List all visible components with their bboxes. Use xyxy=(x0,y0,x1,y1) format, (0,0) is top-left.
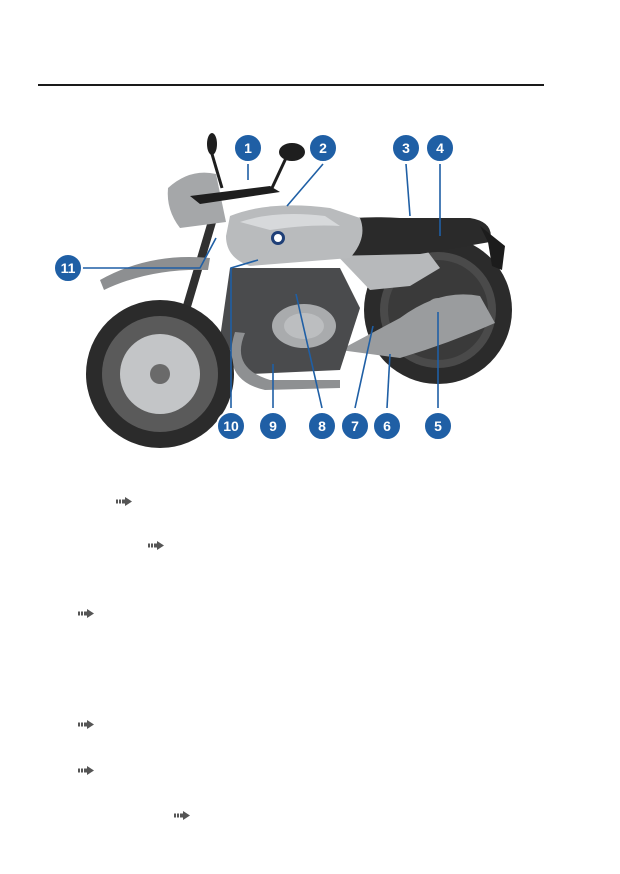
callout-4: 4 xyxy=(425,133,455,163)
callout-3-label: 3 xyxy=(402,140,410,156)
header-rule xyxy=(38,84,544,86)
callout-8: 8 xyxy=(307,411,337,441)
see-page-arrow-icon xyxy=(116,497,132,506)
front-fender xyxy=(100,256,210,290)
callout-5: 5 xyxy=(423,411,453,441)
callout-2: 2 xyxy=(308,133,338,163)
motorcycle-figure: 1 2 3 4 5 6 7 8 xyxy=(40,118,580,458)
callout-4-label: 4 xyxy=(436,140,444,156)
callout-11-label: 11 xyxy=(61,260,76,276)
callout-11: 11 xyxy=(53,253,83,283)
callout-1-label: 1 xyxy=(244,140,252,156)
right-mirror xyxy=(279,143,305,161)
plate-holder xyxy=(480,226,505,270)
see-page-arrow-icon xyxy=(78,766,94,775)
callout-9: 9 xyxy=(258,411,288,441)
callout-9-label: 9 xyxy=(269,418,277,434)
callout-5-label: 5 xyxy=(434,418,442,434)
callout-7: 7 xyxy=(340,411,370,441)
see-page-arrow-icon xyxy=(78,720,94,729)
see-page-arrow-icon xyxy=(148,541,164,550)
callout-6-label: 6 xyxy=(383,418,391,434)
see-page-arrow-icon xyxy=(174,811,190,820)
callout-6: 6 xyxy=(372,411,402,441)
callout-leaders xyxy=(80,163,441,409)
handlebar xyxy=(190,186,280,204)
callout-2-label: 2 xyxy=(319,140,327,156)
callout-7-label: 7 xyxy=(351,418,359,434)
callout-10: 10 xyxy=(216,411,246,441)
callout-8-label: 8 xyxy=(318,418,326,434)
see-page-arrow-icon xyxy=(78,609,94,618)
front-wheel xyxy=(86,300,234,448)
callout-10-label: 10 xyxy=(223,418,239,434)
left-mirror xyxy=(207,133,217,155)
rear-frame xyxy=(330,248,440,290)
callout-3: 3 xyxy=(391,133,421,163)
callout-1: 1 xyxy=(233,133,263,163)
exhaust-header xyxy=(231,332,340,390)
exhaust-silencer xyxy=(340,294,495,358)
motorcycle-illustration: 1 2 3 4 5 6 7 8 xyxy=(53,133,512,448)
